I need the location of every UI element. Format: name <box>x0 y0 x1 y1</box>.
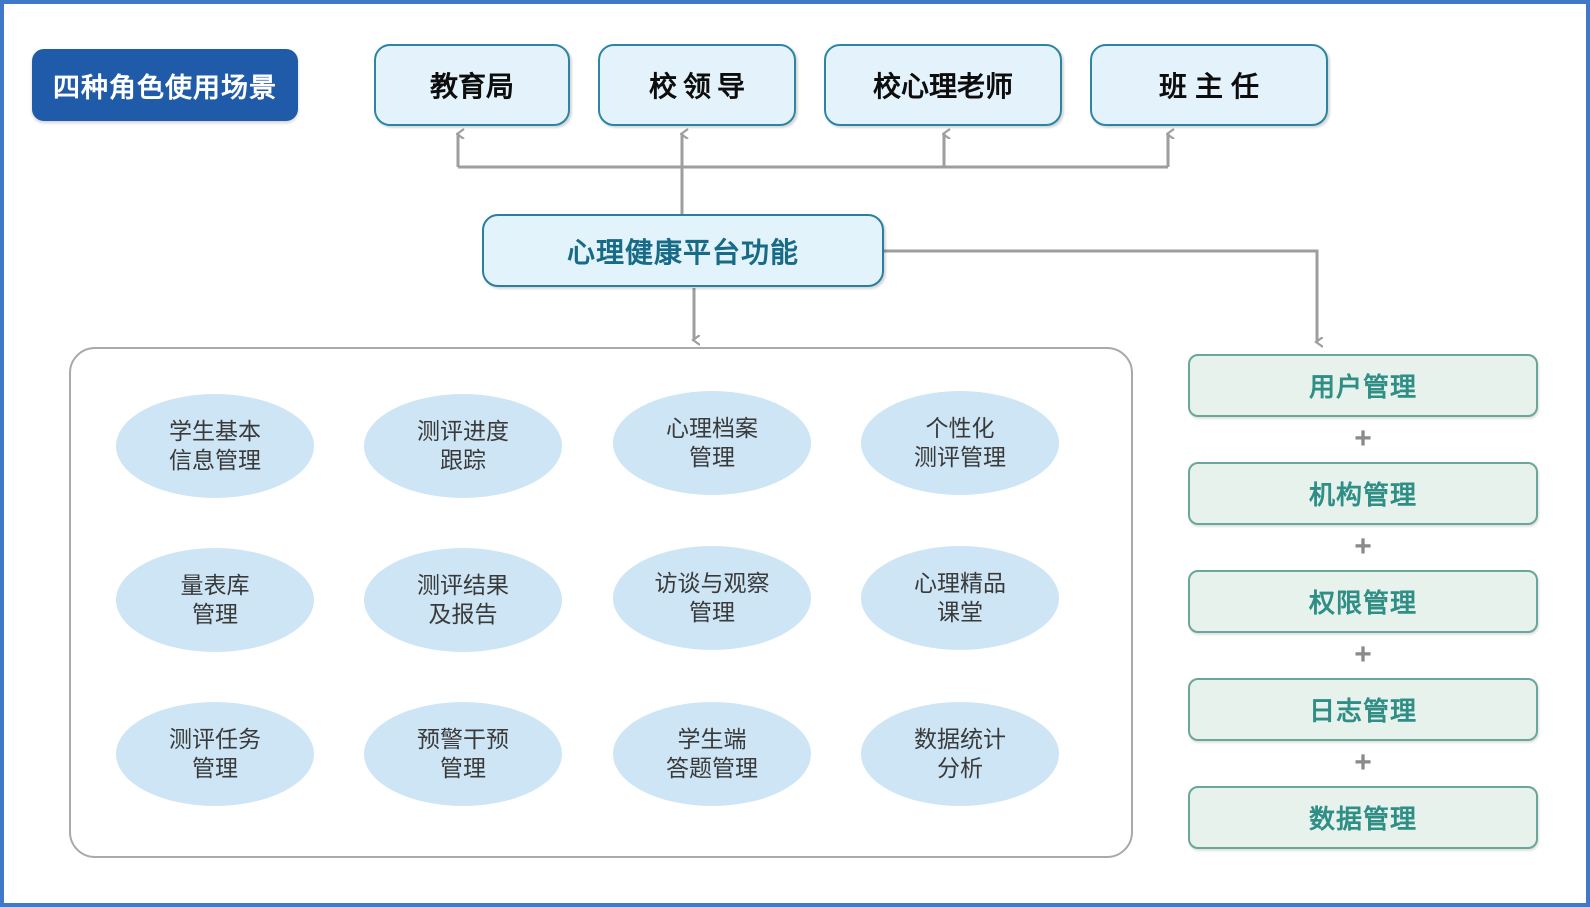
role-box-school-leader[interactable]: 校领导 <box>598 44 796 126</box>
feature-node-personalized-assessment[interactable]: 个性化 测评管理 <box>861 391 1059 495</box>
management-separator-1: + <box>1188 422 1538 455</box>
section-title-badge: 四种角色使用场景 <box>32 49 298 121</box>
plus-icon: + <box>1354 638 1372 671</box>
role-label: 班主任 <box>1158 71 1267 102</box>
management-separator-4: + <box>1188 746 1538 779</box>
feature-node-assessment-progress[interactable]: 测评进度 跟踪 <box>364 394 562 498</box>
management-label: 日志管理 <box>1308 696 1417 726</box>
feature-node-psych-archive[interactable]: 心理档案 管理 <box>613 391 811 495</box>
feature-node-data-statistics-analysis[interactable]: 数据统计 分析 <box>861 702 1059 806</box>
feature-line-1: 量表库 <box>180 571 250 598</box>
feature-line-1: 数据统计 <box>914 725 1006 752</box>
management-label: 机构管理 <box>1308 480 1417 510</box>
feature-node-psych-premium-class[interactable]: 心理精品 课堂 <box>861 546 1059 650</box>
management-label: 权限管理 <box>1308 588 1417 618</box>
feature-line-2: 测评管理 <box>914 444 1006 470</box>
feature-line-1: 心理精品 <box>914 569 1006 596</box>
plus-icon: + <box>1354 530 1372 563</box>
feature-line-2: 管理 <box>192 601 238 627</box>
management-label: 用户管理 <box>1308 372 1417 402</box>
role-label: 校领导 <box>648 71 751 102</box>
role-box-school-psychologist[interactable]: 校心理老师 <box>824 44 1062 126</box>
management-separator-3: + <box>1188 638 1538 671</box>
platform-label: 心理健康平台功能 <box>566 236 799 268</box>
feature-node-assessment-task[interactable]: 测评任务 管理 <box>116 702 314 806</box>
feature-line-2: 分析 <box>937 755 983 781</box>
feature-line-2: 及报告 <box>428 601 498 627</box>
feature-line-1: 访谈与观察 <box>654 569 770 596</box>
management-label: 数据管理 <box>1308 804 1417 834</box>
feature-line-1: 学生基本 <box>169 417 261 444</box>
section-title-label: 四种角色使用场景 <box>53 72 277 103</box>
feature-line-2: 信息管理 <box>169 447 261 473</box>
role-label: 校心理老师 <box>872 71 1013 102</box>
feature-node-student-answering[interactable]: 学生端 答题管理 <box>613 702 811 806</box>
feature-line-2: 管理 <box>689 444 735 470</box>
feature-node-interview-observation[interactable]: 访谈与观察 管理 <box>613 546 811 650</box>
feature-node-student-basic-info[interactable]: 学生基本 信息管理 <box>116 394 314 498</box>
feature-line-1: 测评结果 <box>417 571 509 598</box>
feature-line-2: 管理 <box>192 755 238 781</box>
management-box-permission[interactable]: 权限管理 <box>1188 570 1538 633</box>
management-separator-2: + <box>1188 530 1538 563</box>
management-box-user[interactable]: 用户管理 <box>1188 354 1538 417</box>
plus-icon: + <box>1354 746 1372 779</box>
feature-line-2: 答题管理 <box>666 755 758 781</box>
feature-node-scale-library[interactable]: 量表库 管理 <box>116 548 314 652</box>
feature-line-2: 管理 <box>440 755 486 781</box>
feature-line-1: 心理档案 <box>666 414 758 441</box>
feature-module-container <box>69 347 1133 858</box>
feature-line-1: 个性化 <box>925 414 995 441</box>
platform-function-box[interactable]: 心理健康平台功能 <box>482 214 884 287</box>
feature-line-2: 管理 <box>689 599 735 625</box>
platform-to-management-arrow <box>884 249 1317 342</box>
management-box-organization[interactable]: 机构管理 <box>1188 462 1538 525</box>
feature-node-assessment-result-report[interactable]: 测评结果 及报告 <box>364 548 562 652</box>
role-label: 教育局 <box>429 71 514 102</box>
feature-line-2: 课堂 <box>937 599 983 625</box>
role-box-class-teacher[interactable]: 班主任 <box>1090 44 1328 126</box>
feature-line-1: 学生端 <box>677 725 747 752</box>
management-box-log[interactable]: 日志管理 <box>1188 678 1538 741</box>
feature-line-1: 预警干预 <box>417 725 509 752</box>
feature-line-1: 测评进度 <box>417 417 509 444</box>
role-box-education-bureau[interactable]: 教育局 <box>374 44 570 126</box>
plus-icon: + <box>1354 422 1372 455</box>
feature-node-early-warning-intervention[interactable]: 预警干预 管理 <box>364 702 562 806</box>
feature-line-1: 测评任务 <box>169 725 261 752</box>
feature-line-2: 跟踪 <box>440 447 486 473</box>
management-box-data[interactable]: 数据管理 <box>1188 786 1538 849</box>
